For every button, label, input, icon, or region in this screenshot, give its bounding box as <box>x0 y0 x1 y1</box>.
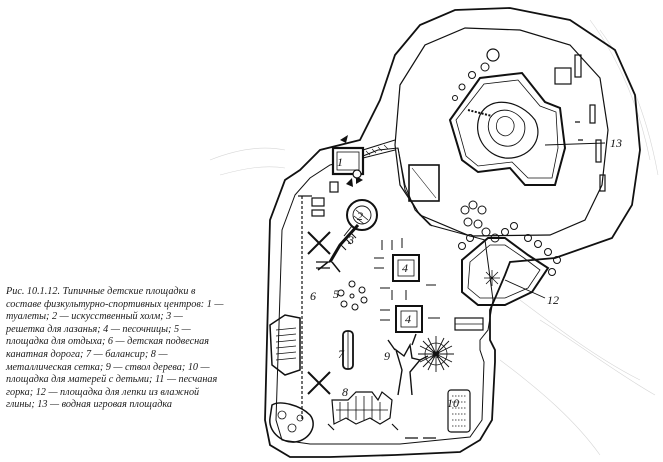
label-1: 1 <box>337 155 343 169</box>
figure-caption: Рис. 10.1.12. Типичные детские площадки … <box>6 286 224 412</box>
sandbox-paths <box>374 238 440 321</box>
toilet-building <box>331 135 396 187</box>
divider-band <box>397 147 440 227</box>
label-11: 11 <box>430 347 441 361</box>
label-3: 3 <box>347 233 354 247</box>
left-playground-outline <box>275 147 494 445</box>
site-furniture <box>311 181 484 439</box>
label-9: 9 <box>384 349 390 363</box>
label-6: 6 <box>310 289 316 303</box>
balancer <box>342 330 354 370</box>
water-area-outline <box>394 27 609 237</box>
climbing-grid <box>317 223 360 273</box>
label-2: 2 <box>357 209 363 223</box>
label-12: 12 <box>547 293 559 307</box>
label-8: 8 <box>342 385 348 399</box>
label-4a: 4 <box>402 261 408 275</box>
rest-area <box>337 280 368 311</box>
sandbox-lower <box>395 305 423 333</box>
label-4b: 4 <box>405 312 411 326</box>
leader-12 <box>504 279 546 299</box>
mothers-with-children-area <box>447 389 471 433</box>
label-10: 10 <box>447 396 459 410</box>
caption-title: Рис. 10.1.12. Типичные детские площадки … <box>6 286 205 310</box>
background-terrain <box>209 19 659 456</box>
leader-13 <box>544 142 606 146</box>
label-5: 5 <box>333 287 339 301</box>
sand-slide <box>418 336 454 372</box>
sandbox-upper <box>392 254 420 282</box>
seating-area <box>269 314 314 443</box>
label-7: 7 <box>338 347 345 361</box>
label-13: 13 <box>610 136 622 150</box>
caption-legend: 1 — туалеты; 2 — искусственный холм; 3 —… <box>6 298 224 411</box>
artificial-hill <box>346 199 378 231</box>
clay-modelling-area <box>458 200 561 306</box>
water-play-area <box>448 48 606 192</box>
tree-trunk <box>387 333 429 396</box>
rope-way-track <box>298 195 331 420</box>
site-boundary <box>264 7 641 458</box>
metal-net <box>327 391 399 431</box>
